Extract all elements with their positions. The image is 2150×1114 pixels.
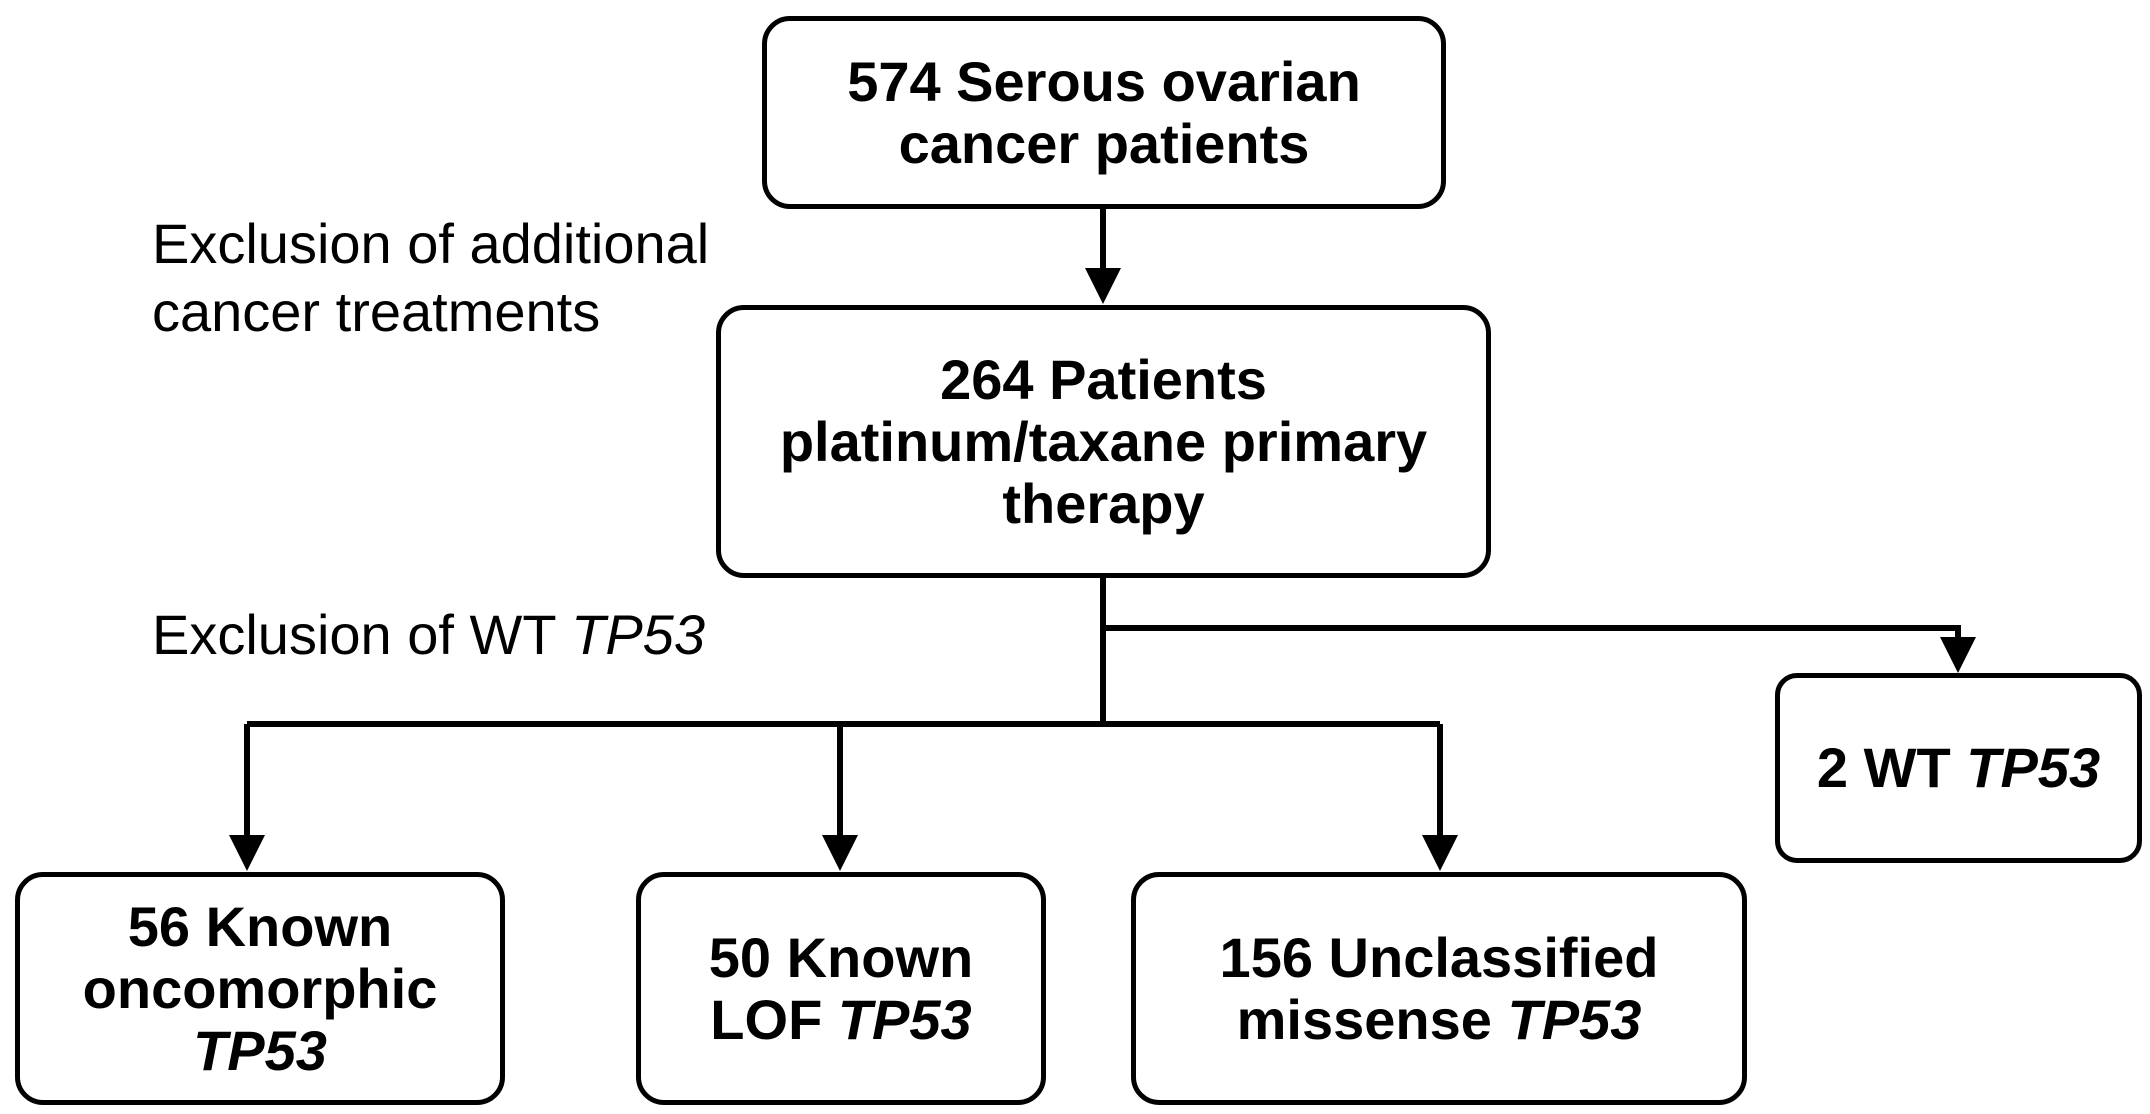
- note-exclusion2-prefix: Exclusion of WT: [152, 603, 572, 666]
- box-middle-line3: therapy: [1002, 471, 1205, 535]
- box-lof-line1: 50 Known: [708, 925, 974, 989]
- note-exclusion-additional-treatments: Exclusion of additional cancer treatment…: [152, 210, 709, 346]
- box-lof-prefix: LOF: [710, 987, 838, 1051]
- box-unclassified-missense: 156 Unclassified missense TP53: [1131, 872, 1747, 1105]
- note-exclusion1-line2: cancer treatments: [152, 280, 601, 343]
- box-unclassified-prefix: missense: [1236, 987, 1508, 1051]
- box-wt-tp53: 2 WT TP53: [1775, 673, 2142, 863]
- box-serous-ovarian-patients: 574 Serous ovarian cancer patients: [762, 16, 1446, 209]
- box-platinum-taxane-patients: 264 Patients platinum/taxane primary the…: [716, 305, 1491, 578]
- box-lof-gene: TP53: [837, 987, 972, 1051]
- box-oncomorphic-line1: 56 Known: [127, 894, 393, 958]
- note-exclusion2-gene: TP53: [571, 603, 705, 666]
- box-unclassified-line1: 156 Unclassified: [1219, 925, 1659, 989]
- box-oncomorphic-line2: oncomorphic: [82, 956, 438, 1020]
- box-middle-line2: platinum/taxane primary: [779, 409, 1428, 473]
- box-oncomorphic-gene: TP53: [193, 1018, 327, 1082]
- note-exclusion-wt-tp53: Exclusion of WT TP53: [152, 601, 705, 669]
- box-top-line1: 574 Serous ovarian: [847, 49, 1361, 113]
- box-known-lof: 50 Known LOF TP53: [636, 872, 1046, 1105]
- box-known-oncomorphic: 56 Known oncomorphic TP53: [15, 872, 505, 1105]
- box-unclassified-gene: TP53: [1507, 987, 1642, 1051]
- branch-to-wt: [1103, 625, 1976, 673]
- box-middle-line1: 264 Patients: [940, 347, 1267, 411]
- box-top-line2: cancer patients: [898, 111, 1310, 175]
- box-wt-prefix: 2 WT: [1816, 736, 1967, 799]
- box-wt-gene: TP53: [1966, 736, 2101, 799]
- note-exclusion1-line1: Exclusion of additional: [152, 212, 710, 275]
